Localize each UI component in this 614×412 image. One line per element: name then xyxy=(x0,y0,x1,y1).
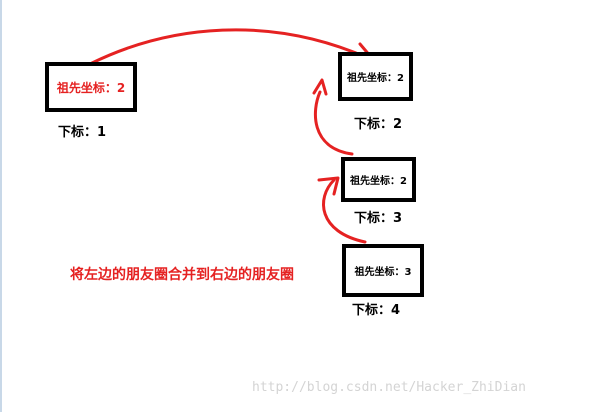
node-index-label: 下标：1 xyxy=(58,125,107,140)
left-edge-rule xyxy=(0,0,2,412)
node-index-label: 下标：2 xyxy=(354,117,403,132)
arrow-node4-to-node3 xyxy=(322,178,367,244)
watermark-url: http://blog.csdn.net/Hacker_ZhiDian xyxy=(252,380,526,395)
arrow-node1-to-node2 xyxy=(90,28,370,65)
merge-caption: 将左边的朋友圈合并到右边的朋友圈 xyxy=(70,267,294,283)
arrow-node3-to-node2 xyxy=(313,90,354,156)
node-ancestor-label: 祖先坐标：2 xyxy=(56,80,126,95)
node-index-label: 下标：3 xyxy=(354,211,403,226)
node-index-1: 祖先坐标：2 xyxy=(45,62,137,112)
arrowhead-node3-left xyxy=(317,176,340,196)
node-index-2: 祖先坐标：2 xyxy=(338,52,413,101)
node-index-label: 下标：4 xyxy=(352,303,401,318)
node-ancestor-label: 祖先坐标：3 xyxy=(354,267,412,278)
node-ancestor-label: 祖先坐标：2 xyxy=(347,73,404,84)
node-index-4: 祖先坐标：3 xyxy=(342,244,424,297)
arrowhead-node2-bottom xyxy=(312,78,328,96)
node-ancestor-label: 祖先坐标：2 xyxy=(350,176,407,187)
node-index-3: 祖先坐标：2 xyxy=(341,157,416,202)
